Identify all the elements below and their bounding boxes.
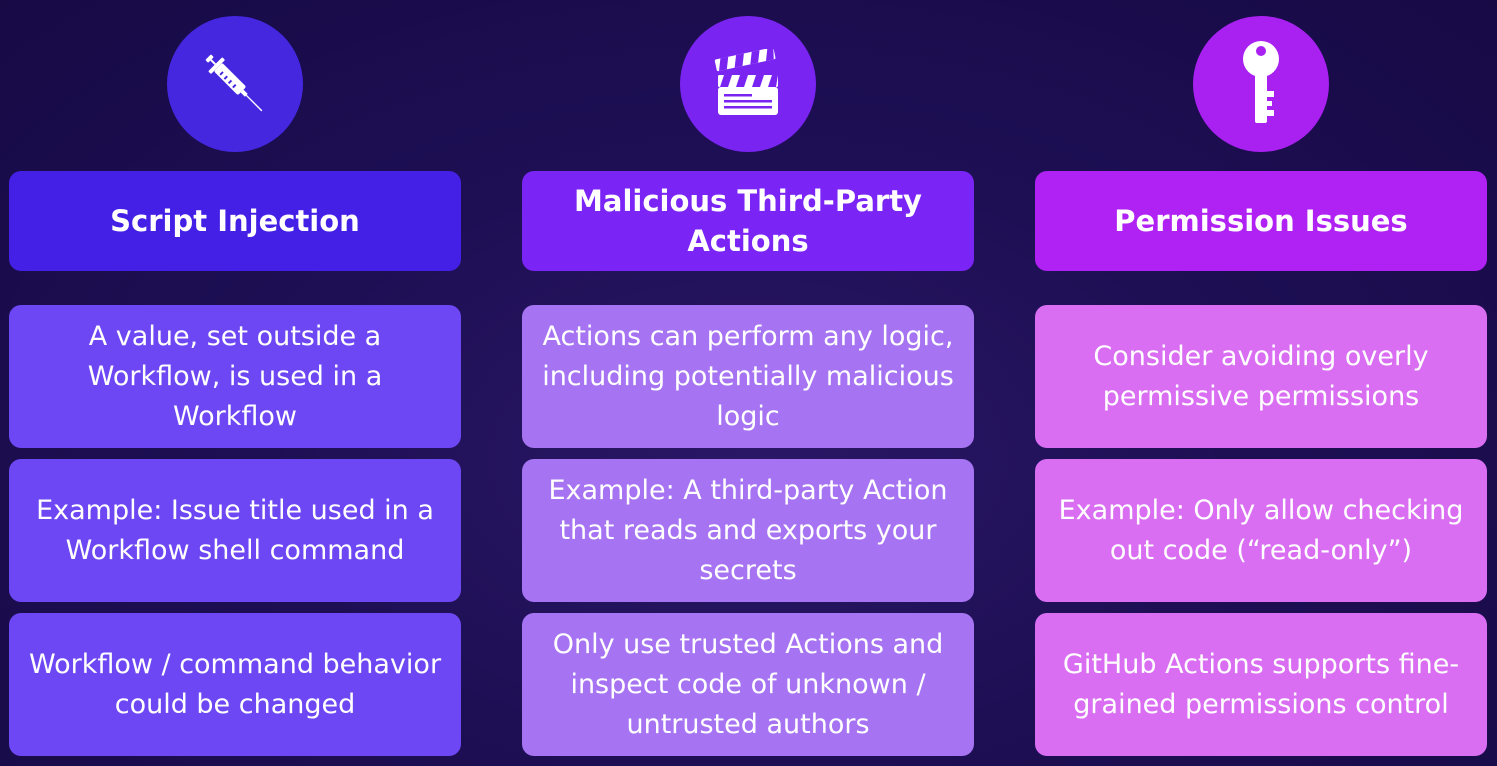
card-description: Actions can perform any logic, including… — [522, 305, 974, 448]
clapperboard-icon — [714, 49, 778, 115]
card-description: Consider avoiding overly permissive perm… — [1035, 305, 1487, 448]
key-icon-circle — [1193, 16, 1329, 152]
card-example: Example: A third-party Action that reads… — [522, 459, 974, 602]
header-malicious-actions: Malicious Third-Party Actions — [522, 171, 974, 271]
card-consequence: Workflow / command behavior could be cha… — [9, 613, 461, 756]
clapperboard-icon-circle — [680, 16, 816, 152]
card-mitigation: Only use trusted Actions and inspect cod… — [522, 613, 974, 756]
card-description: A value, set outside a Workflow, is used… — [9, 305, 461, 448]
header-script-injection: Script Injection — [9, 171, 461, 271]
card-example: Example: Only allow checking out code (“… — [1035, 459, 1487, 602]
key-icon — [1243, 41, 1279, 123]
card-mitigation: GitHub Actions supports fine-grained per… — [1035, 613, 1487, 756]
syringe-icon-circle — [167, 16, 303, 152]
column-permission-issues: Permission Issues Consider avoiding over… — [1035, 0, 1487, 766]
card-example: Example: Issue title used in a Workflow … — [9, 459, 461, 602]
column-malicious-actions: Malicious Third-Party Actions Actions ca… — [522, 0, 974, 766]
syringe-icon — [205, 54, 263, 112]
column-script-injection: Script Injection A value, set outside a … — [9, 0, 461, 766]
header-permission-issues: Permission Issues — [1035, 171, 1487, 271]
